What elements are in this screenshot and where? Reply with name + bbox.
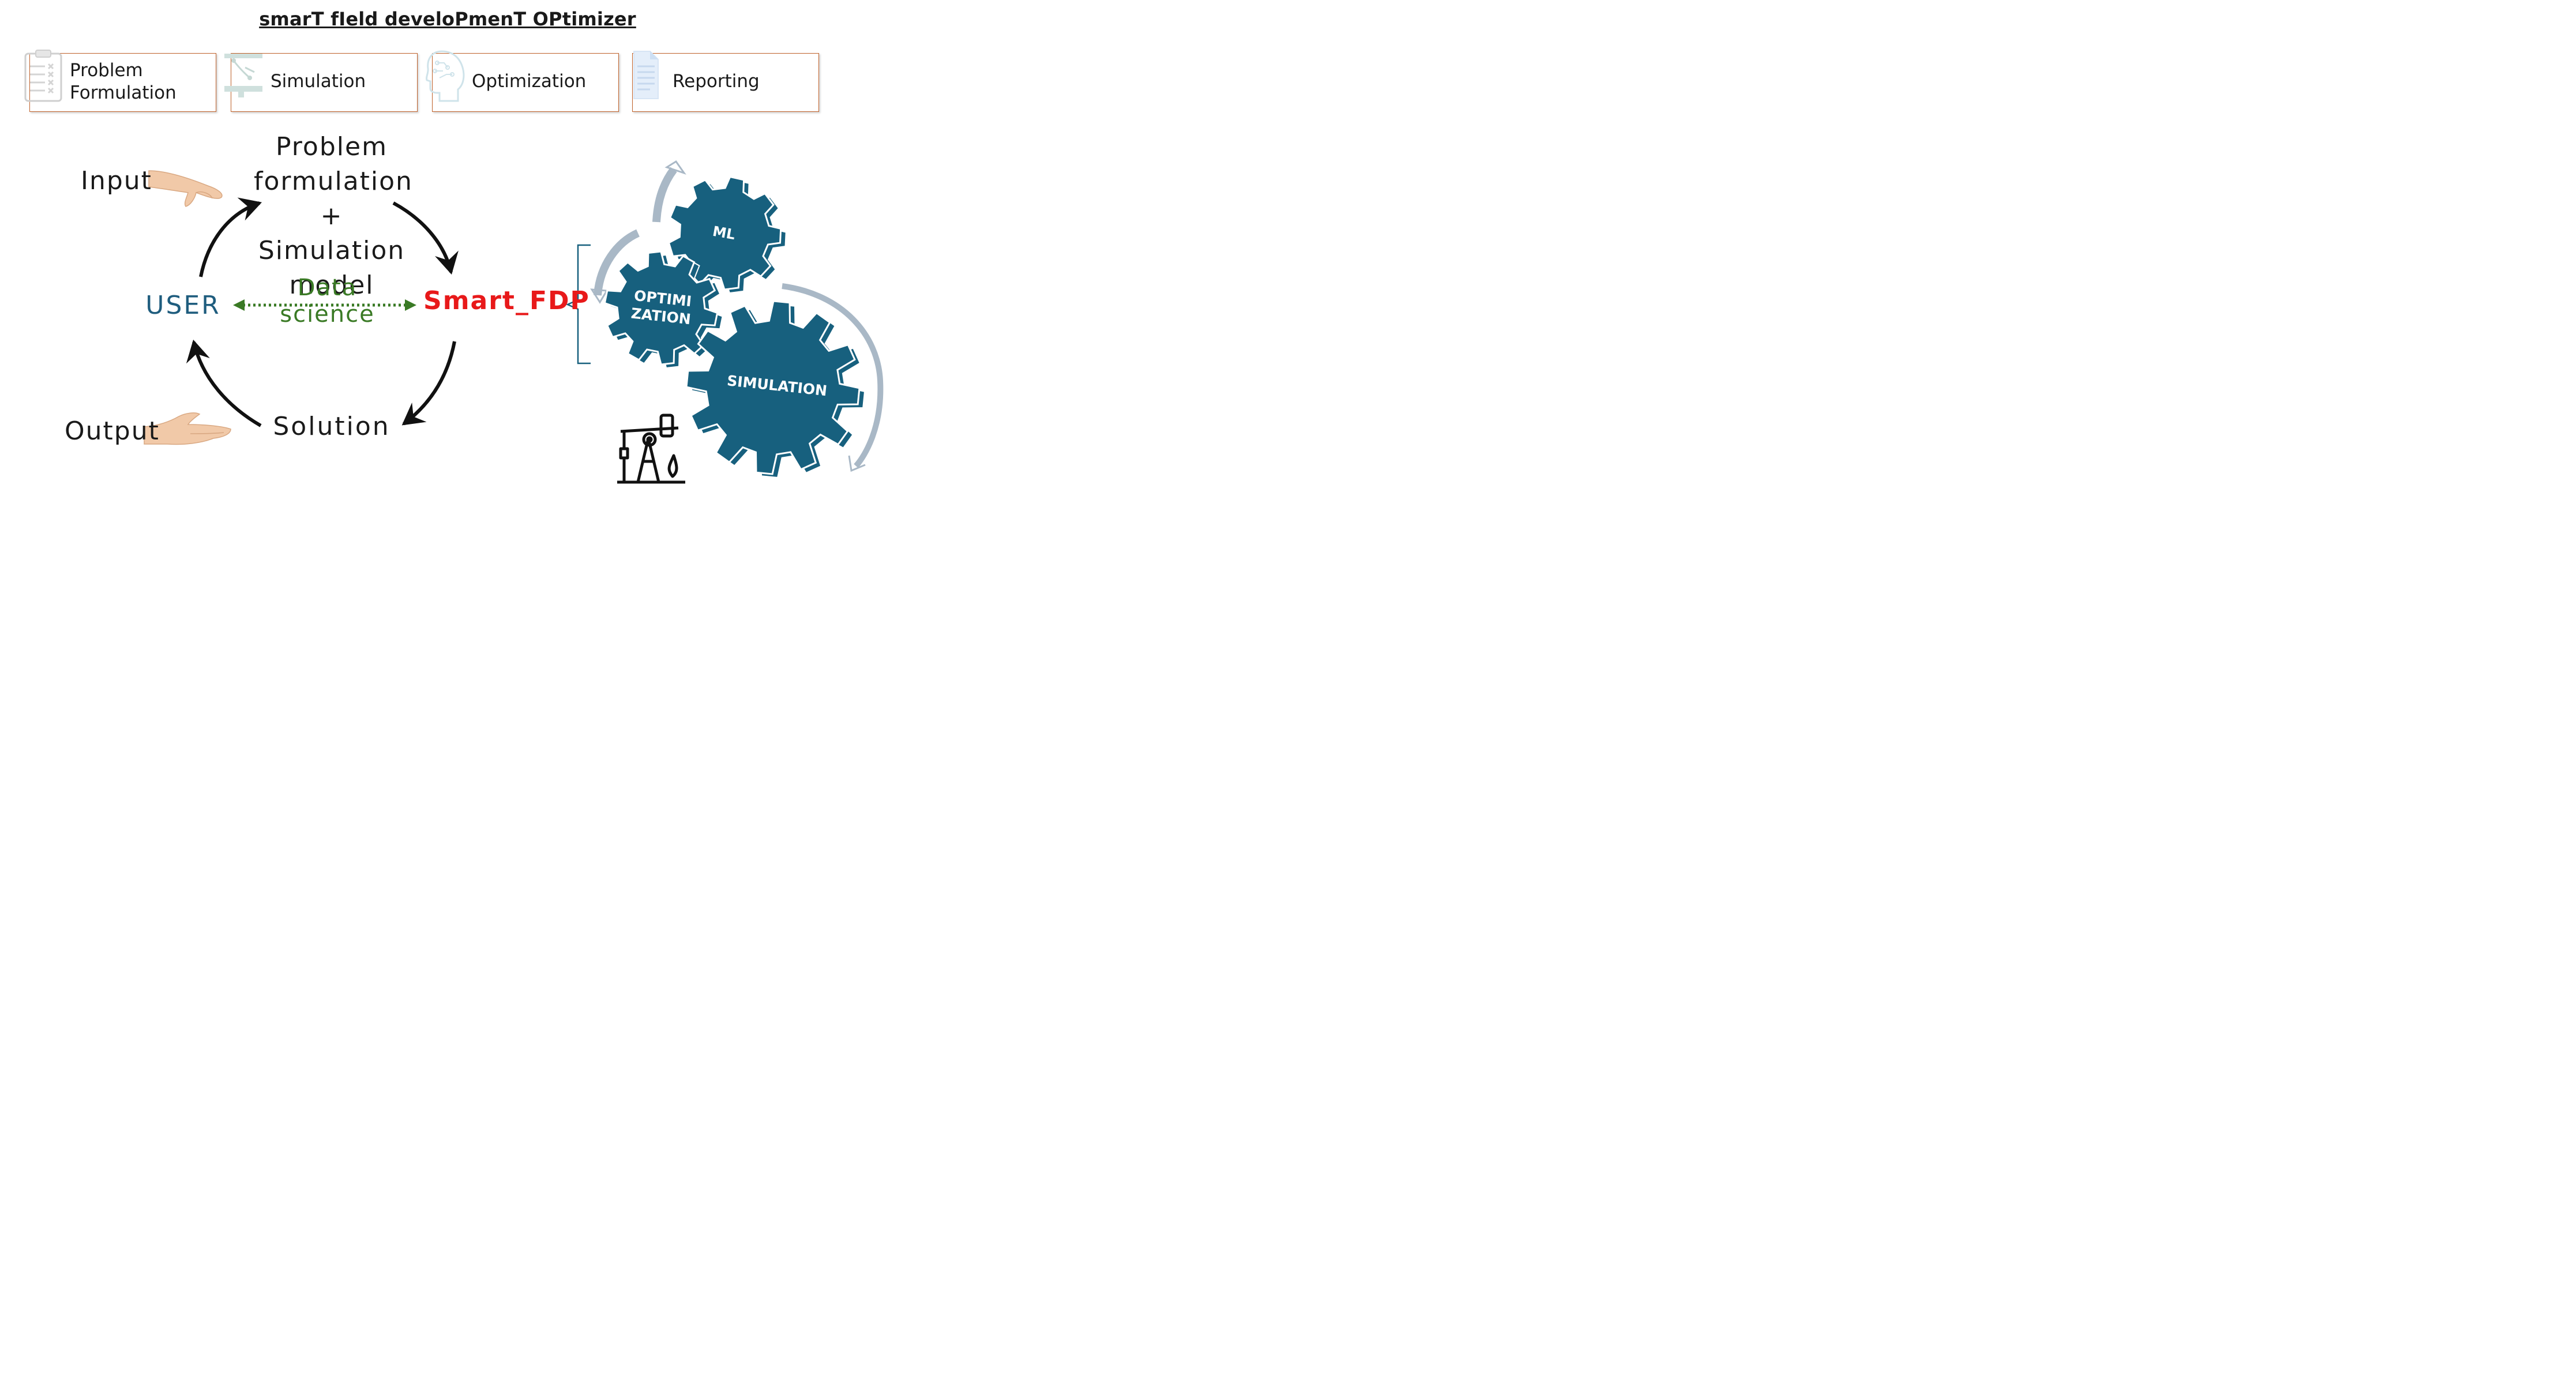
tab-problem-formulation[interactable]: Problem Formulation — [24, 50, 216, 112]
node-line: formulation — [254, 167, 413, 196]
pumpjack-icon — [617, 414, 685, 484]
gear-face — [667, 175, 782, 291]
page-title: smarT fIeld develoPmenT OPtimizer — [259, 8, 636, 30]
optimization-gear-label: OPTIMI ZATION — [624, 286, 700, 329]
smart-fdp-node: Smart_FDP — [423, 286, 590, 315]
gray-arrow-right — [782, 283, 884, 468]
node-line: model — [289, 270, 374, 300]
gear-face — [685, 300, 861, 475]
input-hand-icon — [148, 170, 223, 207]
ai-head-icon — [426, 50, 465, 102]
arrow-smartfdp-to-solution — [401, 341, 456, 426]
gray-arrow-left-head — [590, 288, 609, 304]
arrow-problem-to-smartfdp — [392, 201, 459, 275]
data-science-arrowhead-right — [405, 299, 416, 311]
solution-node: Solution — [273, 412, 390, 441]
ml-gear — [667, 175, 787, 294]
cycle-diagram — [144, 160, 884, 484]
tab-label-line1: Problem — [70, 60, 143, 81]
clipboard-checklist-icon — [24, 50, 62, 102]
tab-optimization[interactable]: Optimization — [426, 50, 619, 112]
node-line: Problem — [276, 132, 388, 161]
gear-face — [603, 250, 719, 366]
gray-arrow-top-head — [664, 160, 686, 175]
data-science-label: Data science — [280, 275, 375, 328]
gray-arrow-left — [594, 229, 640, 296]
flow-node-icon — [224, 54, 262, 97]
gray-arrow-right-head — [848, 455, 866, 472]
tab-label: Reporting — [673, 71, 760, 92]
arrow-user-to-problem — [199, 197, 262, 277]
gear-bracket — [565, 244, 591, 364]
document-icon — [633, 51, 659, 99]
simulation-gear — [685, 300, 866, 479]
input-label: Input — [81, 166, 152, 196]
gray-arrow-top — [652, 167, 677, 223]
optimization-gear — [603, 250, 723, 369]
arrow-solution-to-user — [186, 339, 262, 427]
node-line: + Simulation — [258, 201, 405, 265]
tab-label: Optimization — [472, 71, 587, 92]
output-label: Output — [65, 416, 160, 446]
tab-reporting[interactable]: Reporting — [632, 51, 819, 112]
problem-formulation-node: Problem formulation + Simulation model — [254, 130, 413, 303]
tab-simulation[interactable]: Simulation — [224, 53, 418, 112]
data-science-arrowhead-left — [233, 299, 245, 311]
tab-label: Simulation — [271, 71, 366, 92]
user-node: USER — [145, 291, 221, 320]
tab-label-line2: Formulation — [70, 82, 177, 103]
output-hand-icon — [144, 412, 231, 445]
